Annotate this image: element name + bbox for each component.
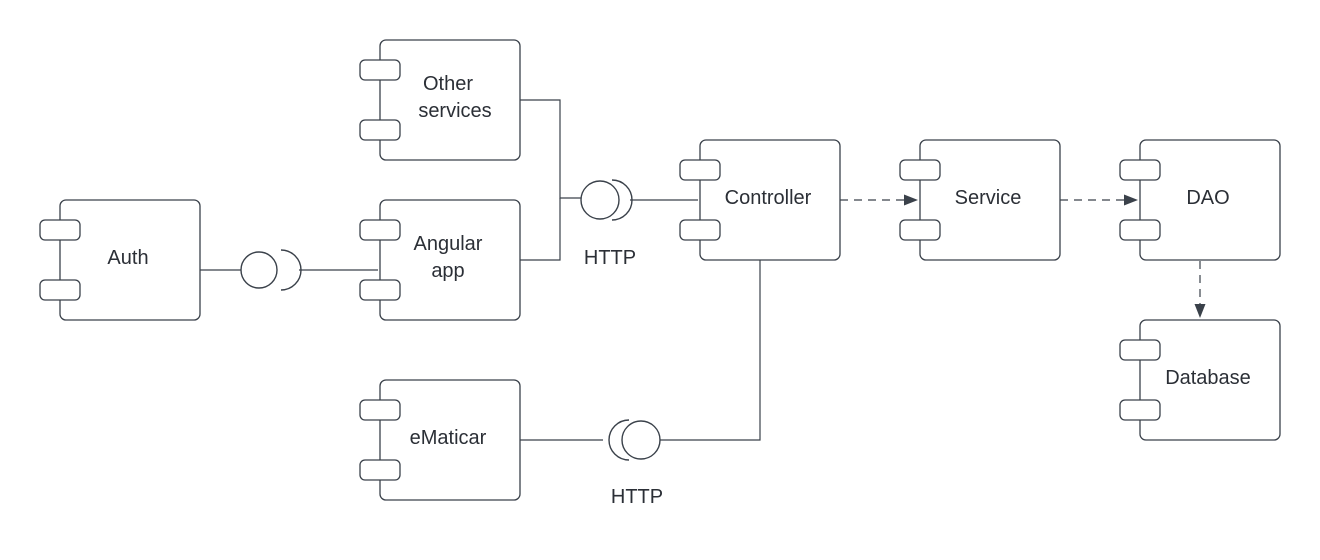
component-port-top	[359, 219, 401, 241]
component-label: DAO	[1186, 187, 1229, 209]
component-label-line1: Angular	[414, 233, 483, 255]
component-port-top	[679, 159, 721, 181]
auth-interface	[240, 249, 302, 291]
component-port-top	[39, 219, 81, 241]
component-port-bottom	[1119, 399, 1161, 421]
http-bottom-interface-ball	[621, 420, 661, 460]
http-to-controller-bottom-line	[660, 260, 761, 441]
component-port-top	[1119, 159, 1161, 181]
component-port-top	[1119, 339, 1161, 361]
http-bottom-interface	[608, 419, 661, 461]
component-ematicar: eMaticar	[359, 379, 521, 501]
component-box	[379, 199, 521, 321]
component-box	[59, 199, 201, 321]
component-label: Service	[955, 187, 1022, 209]
component-label: Controller	[725, 187, 812, 209]
component-box	[919, 139, 1061, 261]
component-port-bottom	[359, 459, 401, 481]
component-box	[1139, 319, 1281, 441]
component-box	[379, 379, 521, 501]
http-top-label: HTTP	[584, 247, 636, 269]
component-service: Service	[899, 139, 1061, 261]
http-bottom-label: HTTP	[611, 486, 663, 508]
component-port-bottom	[39, 279, 81, 301]
other-services-to-http-line	[520, 99, 581, 199]
component-label: Auth	[107, 247, 148, 269]
component-box	[1139, 139, 1281, 261]
component-label: Database	[1165, 367, 1251, 389]
component-box	[379, 39, 521, 161]
auth-interface-ball	[240, 251, 278, 289]
component-port-bottom	[359, 279, 401, 301]
component-database: Database	[1119, 319, 1281, 441]
angular-to-http-line	[520, 198, 561, 261]
component-port-bottom	[1119, 219, 1161, 241]
http-top-interface	[580, 179, 633, 221]
component-label-line2: services	[418, 100, 491, 122]
component-port-bottom	[899, 219, 941, 241]
component-port-top	[359, 399, 401, 421]
http-top-interface-ball	[580, 180, 620, 220]
component-dao: DAO	[1119, 139, 1281, 261]
auth-interface-socket	[280, 249, 302, 291]
component-controller: Controller	[679, 139, 841, 261]
controller-to-service-arrowhead	[904, 194, 918, 206]
component-port-top	[359, 59, 401, 81]
component-label-line2: app	[431, 260, 464, 282]
dao-to-database-arrowhead	[1194, 304, 1206, 318]
component-label-line1: Other	[423, 73, 473, 95]
component-angular-app: Angular app	[359, 199, 521, 321]
http-top-interface-socket	[611, 179, 633, 221]
component-port-bottom	[679, 219, 721, 241]
service-to-dao-arrowhead	[1124, 194, 1138, 206]
component-other-services: Other services	[359, 39, 521, 161]
component-port-top	[899, 159, 941, 181]
http-bottom-interface-socket	[608, 419, 630, 461]
component-box	[699, 139, 841, 261]
component-port-bottom	[359, 119, 401, 141]
component-auth: Auth	[39, 199, 201, 321]
component-label: eMaticar	[410, 427, 487, 449]
